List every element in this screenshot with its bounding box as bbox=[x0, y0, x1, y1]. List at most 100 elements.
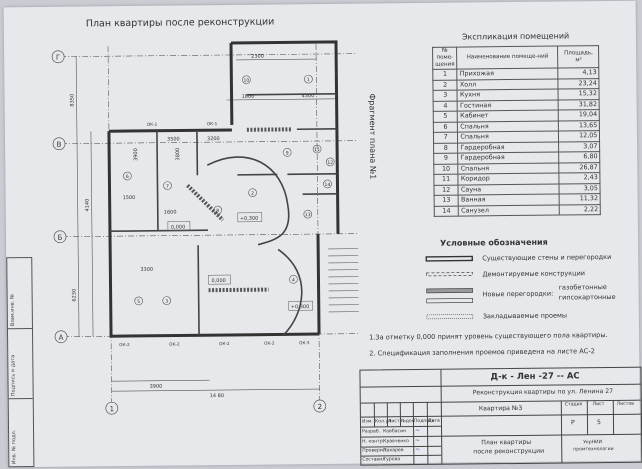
page-title: План квартиры после реконструкции bbox=[86, 16, 275, 29]
room-number: 5 bbox=[137, 299, 140, 305]
opening-label: ОК-1 bbox=[147, 122, 158, 127]
explication-cell-area: 4,13 bbox=[558, 68, 599, 79]
object-name: Квартира №3 bbox=[479, 405, 523, 412]
level-mark: 0,000 bbox=[211, 278, 225, 284]
room-number: 9 bbox=[286, 150, 289, 156]
explication-cell-num: 8 bbox=[434, 143, 458, 154]
role-label: Составил bbox=[362, 457, 385, 462]
explication-table: № поме-щения Наименование помеще-ний Пло… bbox=[432, 45, 601, 217]
explication-cell-num: 1 bbox=[433, 69, 457, 80]
stage-label: Стадия bbox=[565, 402, 583, 407]
explication-cell-num: 3 bbox=[433, 90, 457, 101]
person-name: Пахарев bbox=[383, 448, 403, 453]
side-label: Взам.инв. № bbox=[10, 294, 16, 326]
explication-cell-num: 9 bbox=[434, 153, 458, 164]
dim-left-top: 8350 bbox=[70, 94, 76, 107]
explication-cell-num: 12 bbox=[434, 185, 458, 196]
explication-cell-area: 23,24 bbox=[558, 78, 599, 89]
col-header: Лист bbox=[388, 419, 400, 424]
opening-label: ОК-2 bbox=[264, 340, 275, 345]
organization-line2: промтехнологии bbox=[573, 447, 613, 452]
room-number: 10 bbox=[243, 78, 249, 84]
dim-inner-1: 1500 bbox=[123, 195, 136, 201]
note-1: 1.За отметку 0,000 принят уровень сущест… bbox=[369, 331, 608, 341]
header-name: Наименование помеще-ний bbox=[457, 46, 558, 69]
legend-gypsum: гипсокартонные bbox=[559, 293, 616, 302]
organization-line1: УкрНИИ bbox=[583, 440, 602, 445]
side-label: Подпись и дата bbox=[10, 355, 16, 396]
explication-cell-area: 12,05 bbox=[559, 131, 600, 142]
explication-cell-num: 4 bbox=[433, 101, 457, 112]
room-number: 6 bbox=[126, 174, 129, 180]
room-number: 12 bbox=[327, 160, 333, 166]
opening-label: ОК-3 bbox=[299, 340, 310, 345]
drawing-title-line1: План квартиры bbox=[481, 439, 531, 447]
drawing-sheet: План квартиры после реконструкции bbox=[4, 1, 641, 468]
side-stamp-strip: Взам.инв. № Подпись и дата Инв. № подл. bbox=[6, 257, 34, 467]
opening-label: ОК-2 bbox=[169, 341, 180, 346]
legend-title: Условные обозначения bbox=[440, 238, 548, 248]
person-name: Кравченко bbox=[383, 439, 409, 444]
dim-left-middle: 4140 bbox=[85, 199, 91, 212]
room-number: 4 bbox=[292, 277, 295, 283]
floor-plan: Г В Б А 1 2 1 2 3 4 5 6 7 8 9 10 11 12 1… bbox=[46, 33, 380, 416]
dim-left-bottom: 6230 bbox=[72, 289, 78, 302]
level-mark: 0,000 bbox=[171, 224, 185, 230]
title-block: Д-к - Лен -27 -- АС Реконструкция кварти… bbox=[359, 367, 642, 466]
explication-cell-area: 19,04 bbox=[559, 110, 600, 121]
room-number: 8 bbox=[216, 208, 219, 214]
dim-top-2: 1800 bbox=[242, 94, 255, 100]
explication-cell-name: Санузел bbox=[459, 205, 560, 217]
legend-new-partitions: Новые перегородки: bbox=[483, 290, 554, 299]
fragment-label: Фрагмент плана №1 bbox=[368, 93, 378, 179]
axis-label-v: В bbox=[57, 141, 62, 149]
dim-lower-1: 3300 bbox=[140, 267, 153, 273]
room-number: 2 bbox=[251, 191, 254, 197]
explication-cell-num: 6 bbox=[433, 122, 457, 133]
explication-cell-area: 26,87 bbox=[559, 162, 600, 173]
explication-cell-num: 11 bbox=[434, 174, 458, 185]
room-number: 3 bbox=[165, 299, 168, 305]
legend-filled-openings: Закладываемые проемы bbox=[483, 311, 567, 320]
opening-label: ОК-2 bbox=[219, 341, 230, 346]
dim-top-3: 4500 bbox=[302, 93, 315, 99]
opening-label: ОК-1 bbox=[207, 121, 218, 126]
person-name: Гурова bbox=[383, 457, 400, 462]
dim-mid-4: 3800 bbox=[175, 148, 181, 161]
room-number: 7 bbox=[166, 184, 169, 190]
room-number: 11 bbox=[314, 147, 320, 153]
explication-cell-area: 2,22 bbox=[560, 204, 601, 215]
col-header: №док bbox=[401, 419, 415, 424]
side-label: Инв. № подл. bbox=[11, 430, 17, 465]
legend-existing: Существующие стены и перегородки bbox=[482, 253, 611, 262]
explication-cell-area: 3,05 bbox=[559, 183, 600, 194]
room-number: 13 bbox=[305, 212, 311, 218]
sheets-label: Листов bbox=[617, 402, 634, 407]
explication-title: Экспликация помещений bbox=[462, 31, 569, 41]
sheet-label: Лист bbox=[593, 402, 605, 407]
stage-value: Р bbox=[571, 419, 575, 426]
note-2: 2. Спецификация заполнения проемов приве… bbox=[369, 347, 595, 357]
legend-aerated-concrete: газобетонные bbox=[559, 283, 607, 292]
legend-demolished: Демонтируемые конструкции bbox=[482, 269, 585, 278]
project-name: Реконструкция квартиры по ул. Ленина 27 bbox=[473, 388, 613, 396]
dim-inner-2: 1600 bbox=[164, 210, 177, 216]
dim-bottom-left: 3900 bbox=[150, 384, 163, 390]
opening-label: ОК-2 bbox=[119, 342, 130, 347]
explication-cell-num: 10 bbox=[434, 164, 458, 175]
role-label: Н. контр. bbox=[362, 439, 384, 444]
axis-label-g: Г bbox=[56, 54, 60, 62]
col-header: Дата bbox=[428, 419, 440, 424]
explication-cell-area: 6,80 bbox=[559, 152, 600, 163]
sheet-value: 5 bbox=[597, 419, 601, 426]
axis-label-2: 2 bbox=[318, 403, 323, 411]
dim-mid-2: 3200 bbox=[207, 136, 220, 142]
explication-cell-num: 5 bbox=[433, 111, 457, 122]
explication-cell-area: 13,65 bbox=[559, 120, 600, 131]
col-header: Изм. bbox=[362, 419, 373, 424]
room-number: 1 bbox=[307, 77, 310, 83]
level-mark: +0,300 bbox=[291, 304, 310, 310]
document-cipher: Д-к - Лен -27 -- АС bbox=[490, 371, 579, 382]
room-number: 14 bbox=[325, 182, 331, 188]
